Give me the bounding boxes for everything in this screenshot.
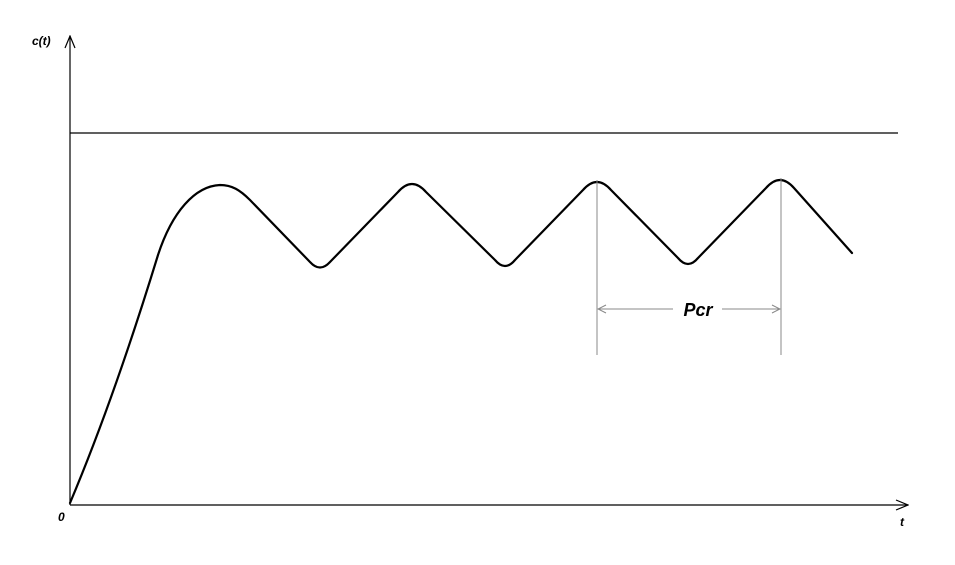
y-axis-label: c(t) bbox=[32, 34, 51, 48]
response-curve bbox=[68, 178, 854, 505]
period-label: Pcr bbox=[683, 300, 713, 320]
x-axis-label: t bbox=[900, 515, 905, 529]
origin-label: 0 bbox=[58, 510, 65, 524]
